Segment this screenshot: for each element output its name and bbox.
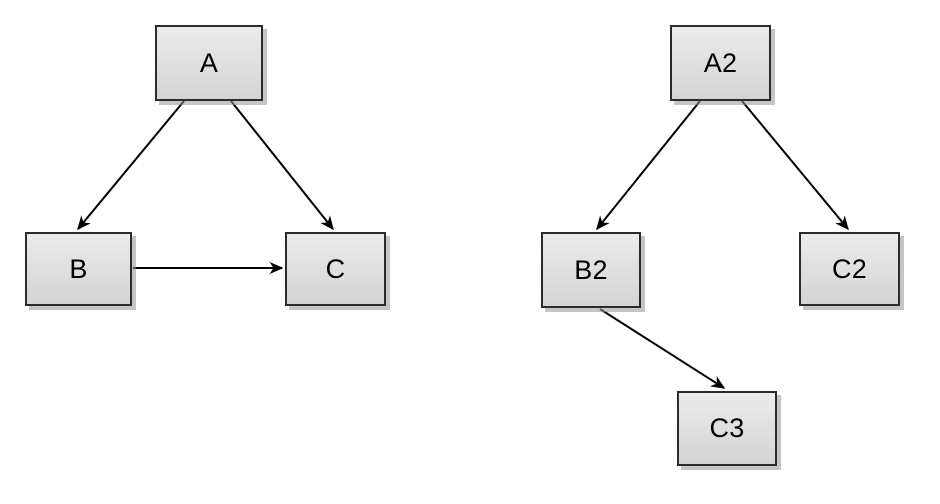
edge-a2-to-c2	[741, 100, 849, 231]
edge-a2-to-b2	[596, 100, 701, 231]
node-label: C2	[832, 253, 867, 284]
edge-a-to-c	[230, 100, 334, 231]
node-c[interactable]: C	[285, 232, 386, 306]
node-c2[interactable]: C2	[799, 232, 900, 306]
node-label: C3	[709, 413, 745, 443]
edge-b2-to-c3	[599, 308, 726, 389]
node-label: C	[325, 253, 346, 284]
node-label: A	[199, 47, 219, 78]
node-label: A2	[703, 47, 738, 78]
edge-a-to-b	[77, 100, 185, 231]
node-a[interactable]: A	[155, 25, 263, 101]
node-c3[interactable]: C3	[677, 391, 777, 466]
node-a2[interactable]: A2	[670, 25, 771, 101]
node-b[interactable]: B	[25, 232, 132, 306]
node-b2[interactable]: B2	[541, 232, 641, 308]
node-label: B2	[574, 254, 608, 285]
node-label: B	[69, 253, 88, 284]
